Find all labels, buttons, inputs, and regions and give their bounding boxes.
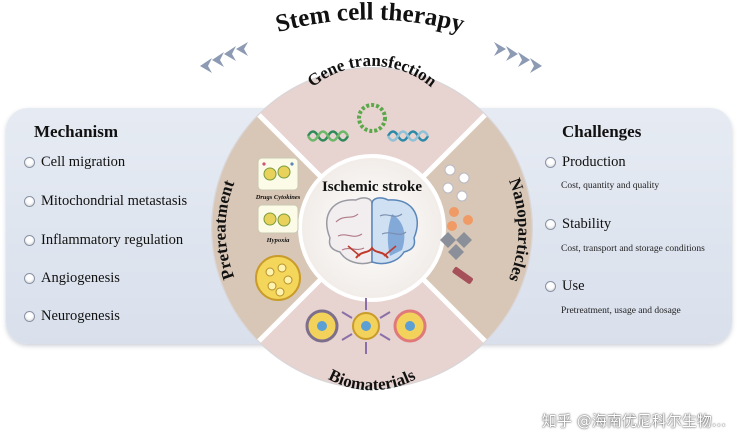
arrow-right-icon — [494, 42, 542, 73]
mechanism-item: Angiogenesis — [24, 270, 120, 287]
brain-icon — [325, 197, 419, 265]
bullet-icon — [545, 281, 556, 292]
mechanism-item: Inflammatory regulation — [24, 232, 183, 249]
challenge-detail: Cost, quantity and quality — [561, 181, 660, 191]
bullet-icon — [24, 235, 35, 246]
challenge-detail: Pretreatment, usage and dosage — [561, 306, 681, 316]
challenges-title: Challenges — [562, 122, 642, 141]
center-label: Ischemic stroke — [322, 179, 422, 195]
challenge-item: Production — [545, 154, 626, 171]
bullet-icon — [24, 196, 35, 207]
challenge-item: Stability — [545, 216, 611, 233]
hypoxia-card-icon — [257, 204, 299, 234]
arrow-left-icon — [200, 42, 248, 73]
plasmid-ring-icon — [357, 103, 387, 133]
challenge-item: Use — [545, 278, 585, 295]
biomaterial-cells-icon — [305, 298, 427, 354]
challenge-detail: Cost, transport and storage conditions — [561, 244, 705, 254]
hypoxia-card-label: Hypoxia — [266, 237, 290, 244]
bullet-icon — [24, 157, 35, 168]
mechanism-title: Mechanism — [34, 122, 119, 141]
bullet-icon — [24, 273, 35, 284]
mechanism-item: Cell migration — [24, 154, 125, 171]
mechanism-item: Mitochondrial metastasis — [24, 193, 187, 210]
dna-helix-icon — [306, 130, 430, 142]
drugs-card-icon — [257, 157, 299, 191]
nanoparticle-icons — [440, 164, 473, 284]
cell-cluster-icon — [255, 255, 301, 301]
mechanism-item: Neurogenesis — [24, 308, 120, 325]
bullet-icon — [545, 157, 556, 168]
watermark-text: 知乎 @海南优尼科尔生物... — [541, 412, 726, 430]
bullet-icon — [24, 311, 35, 322]
drugs-card-label: Drugs Cytokines — [255, 194, 301, 201]
bullet-icon — [545, 219, 556, 230]
diagram-title: Stem cell therapy — [273, 0, 468, 38]
